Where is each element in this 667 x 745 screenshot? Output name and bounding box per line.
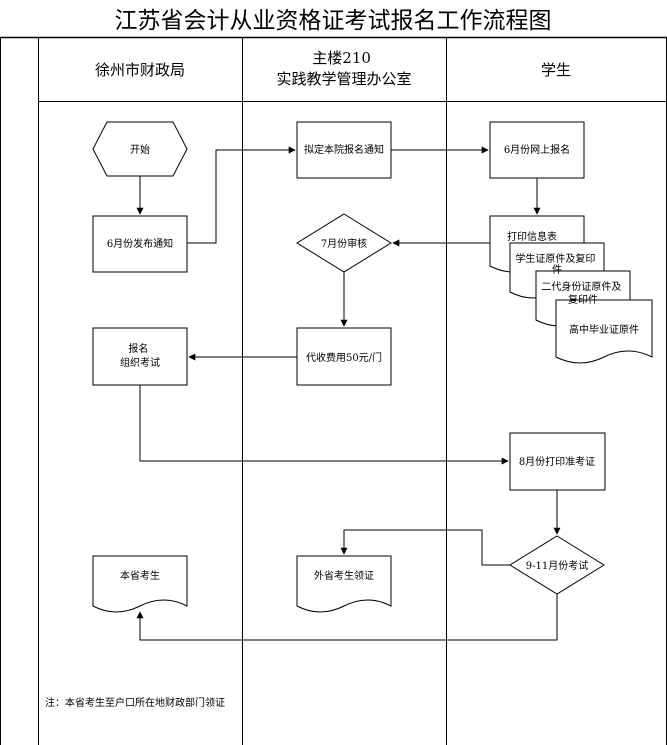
arrow-issue-to-draft — [187, 146, 296, 244]
arrow-register-to-ticket — [139, 385, 509, 465]
july-review-label: 7月份审核 — [321, 237, 367, 250]
connectors — [136, 146, 561, 641]
arrow-exam-to-local — [136, 594, 558, 641]
local-candidate-label: 本省考生 — [120, 569, 160, 582]
fee-collection-node — [296, 327, 392, 386]
footnote: 注：本省考生至户口所在地财政部门领证 — [45, 698, 225, 709]
august-print-ticket-label: 8月份打印准考证 — [519, 455, 595, 468]
page-title: 江苏省会计从业资格证考试报名工作流程图 — [115, 8, 552, 34]
print-info-form-label: 打印信息表 — [507, 230, 557, 243]
exam-sep-nov-label: 9-11月份考试 — [526, 559, 588, 572]
outside-candidate-label: 外省考生领证 — [314, 569, 374, 582]
online-registration-label: 6月份网上报名 — [504, 143, 570, 156]
high-school-diploma-label: 高中毕业证原件 — [569, 323, 639, 336]
start-label: 开始 — [130, 143, 150, 156]
id-card-copy-label: 二代身份证原件及 复印件 — [541, 280, 624, 306]
lane-header-student: 学生 — [541, 61, 571, 79]
draft-notice-label: 拟定本院报名通知 — [304, 143, 384, 156]
lane-header-xuzhou-finance-bureau: 徐州市财政局 — [95, 61, 185, 79]
arrow-exam-to-outside — [340, 529, 510, 566]
student-id-copy-label: 学生证原件及复印 件 — [515, 252, 598, 276]
issue-notice-node — [92, 215, 188, 273]
lane-header-teaching-office: 主楼210 实践教学管理办公室 — [276, 49, 411, 88]
register-exam-label: 报名 组织考试 — [120, 342, 160, 369]
fee-collection-label: 代收费用50元/门 — [306, 351, 382, 364]
august-print-ticket-node — [509, 432, 606, 491]
outside-candidate-document — [296, 555, 392, 613]
local-candidate-document — [92, 555, 188, 613]
issue-notice-label: 6月份发布通知 — [107, 237, 173, 250]
online-registration-node — [489, 121, 585, 179]
start-node — [92, 121, 188, 177]
high-school-diploma-document — [555, 299, 653, 364]
register-exam-node — [92, 327, 188, 386]
